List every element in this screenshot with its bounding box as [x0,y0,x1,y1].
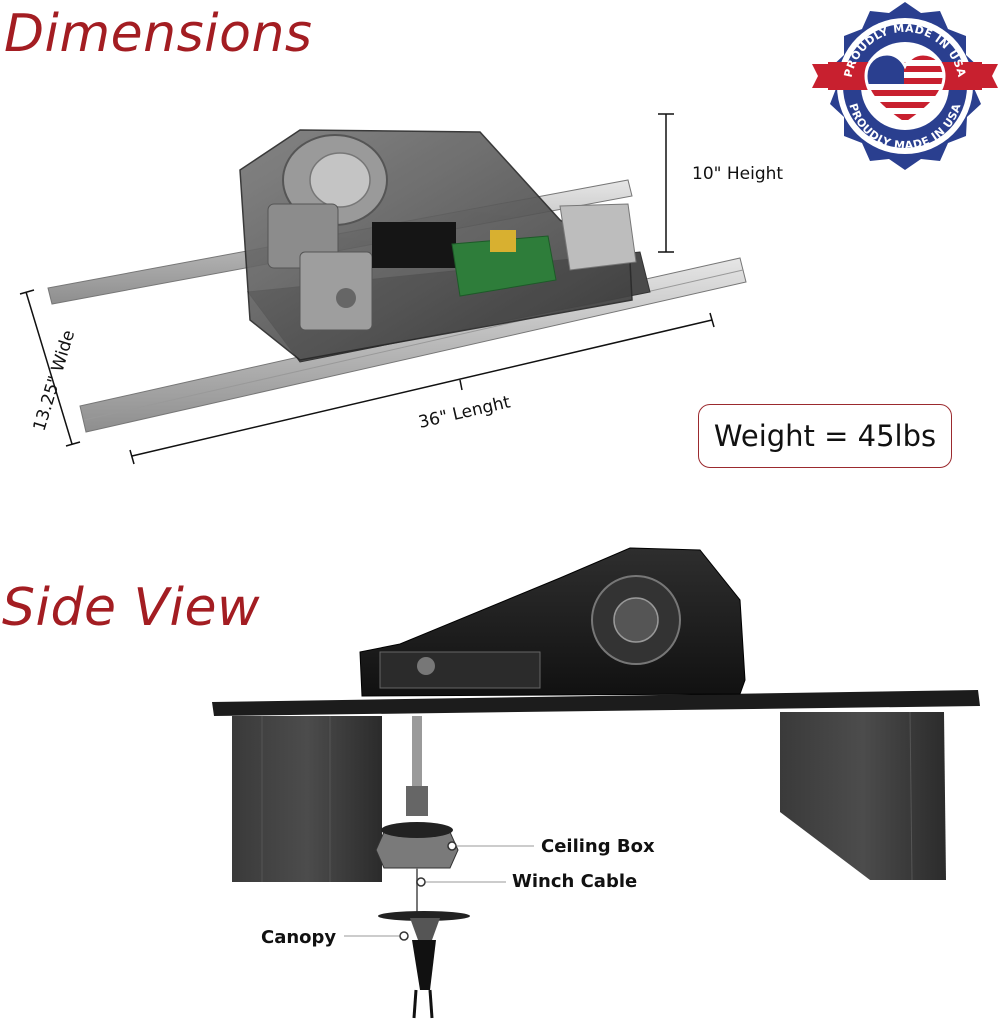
width-dimension-line [19,289,81,447]
winch-cable-label: Winch Cable [512,871,638,892]
length-dimension-line [129,312,715,465]
width-label: 13.25" Wide [30,328,80,434]
canopy-label: Canopy [261,927,337,948]
dimensions-heading: Dimensions [4,4,313,64]
canopy-callout [344,931,409,941]
length-label: 36" Lenght [417,392,513,433]
made-in-usa-badge: PROUDLY MADE IN USA PROUDLY MADE IN USA [812,2,998,170]
ceiling-box-label: Ceiling Box [541,836,655,857]
winch-unit-side-view [212,547,980,1019]
side-view-heading: Side View [2,578,261,638]
height-label: 10" Height [692,164,784,184]
ceiling-box-callout [447,841,534,851]
winch-unit-top-view [47,129,747,433]
weight-box: Weight = 45lbs [698,404,952,468]
winch-cable-callout [416,877,506,887]
height-dimension-line [658,113,674,253]
